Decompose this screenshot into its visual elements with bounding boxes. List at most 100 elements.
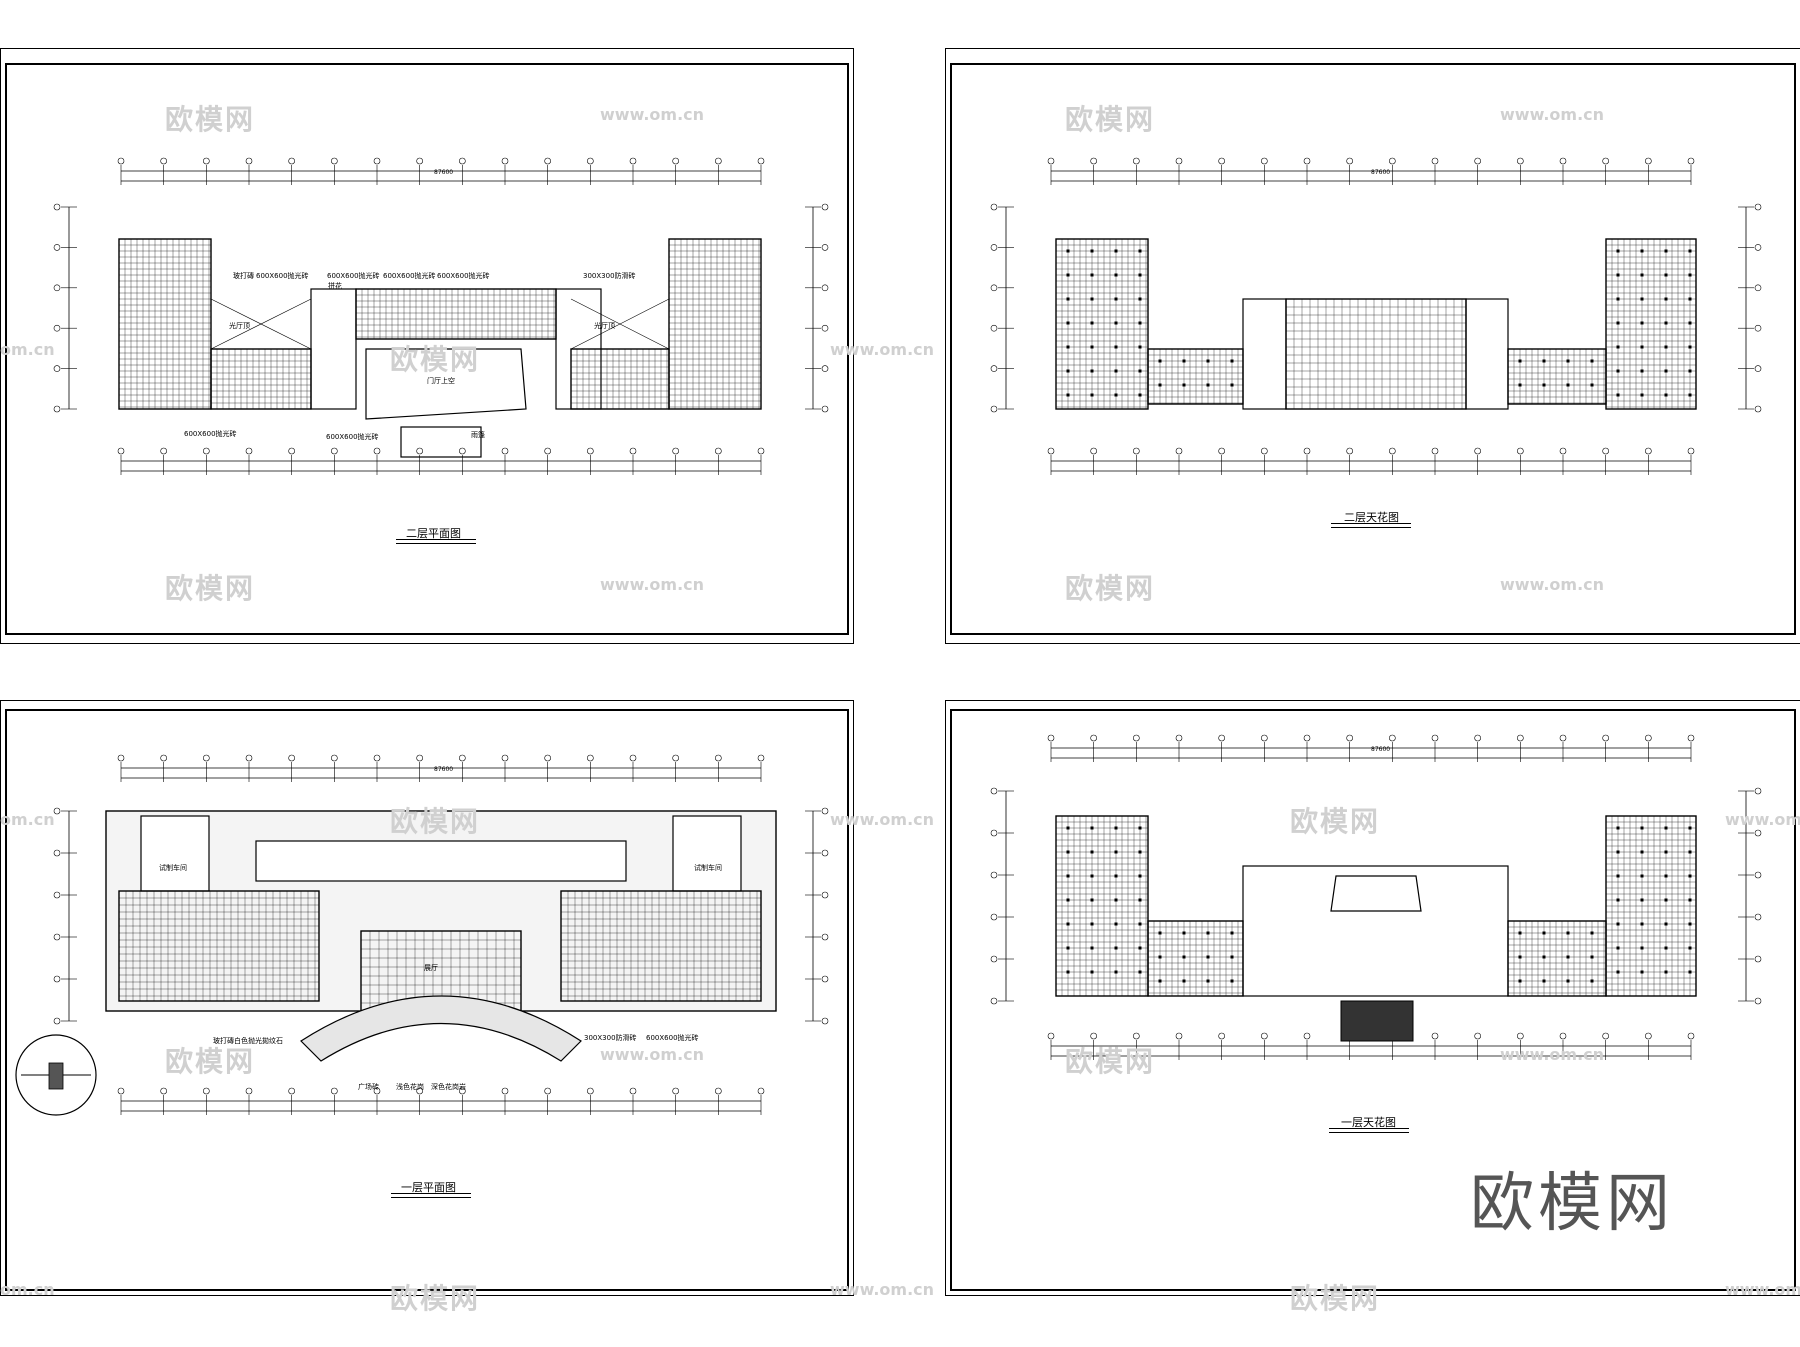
light-fixture xyxy=(1640,369,1644,373)
tile-grid xyxy=(118,890,319,1001)
grid-axis-bubble xyxy=(1133,734,1140,742)
tile-grid xyxy=(1507,348,1606,404)
grid-axis-bubble xyxy=(1218,1032,1225,1040)
grid-axis-bubble xyxy=(629,157,637,165)
grid-axis-bubble xyxy=(1218,734,1225,742)
grid-axis-bubble xyxy=(1090,157,1097,165)
light-fixture xyxy=(1664,321,1668,325)
light-fixture xyxy=(1138,898,1142,902)
grid-axis-bubble xyxy=(1754,405,1762,413)
sheet-title: 一层天花图 xyxy=(1341,1116,1396,1129)
light-fixture xyxy=(1182,979,1186,983)
sheet-border xyxy=(5,63,849,635)
tile-grid xyxy=(210,348,311,410)
grid-axis-bubble xyxy=(1474,447,1481,455)
annotation: 600X600抛光砖 xyxy=(327,272,380,280)
grid-axis-bubble xyxy=(373,157,381,165)
light-fixture xyxy=(1114,249,1118,253)
light-fixture xyxy=(1066,297,1070,301)
grid-axis-bubble xyxy=(53,1017,61,1025)
grid-axis-bubble xyxy=(1261,1032,1268,1040)
detail-section xyxy=(48,1062,64,1090)
light-fixture xyxy=(1158,383,1162,387)
light-fixture xyxy=(1138,345,1142,349)
grid-axis-bubble xyxy=(757,157,765,165)
light-fixture xyxy=(1066,826,1070,830)
grid-axis-bubble xyxy=(501,754,509,762)
grid-axis-bubble xyxy=(245,754,253,762)
grid-axis-bubble xyxy=(501,1087,509,1095)
dim-total-label: 87600 xyxy=(434,766,454,773)
grid-axis-bubble xyxy=(53,244,61,251)
grid-axis-bubble xyxy=(245,1087,253,1095)
grid-axis-bubble xyxy=(1389,157,1396,165)
tile-grid xyxy=(1507,920,1606,996)
light-fixture xyxy=(1114,898,1118,902)
light-fixture xyxy=(1206,955,1210,959)
grid-axis-bubble xyxy=(53,891,61,899)
light-fixture xyxy=(1230,359,1234,363)
grid-axis-bubble xyxy=(587,447,594,455)
grid-axis-bubble xyxy=(117,157,125,165)
annotation: 雨篷 xyxy=(471,431,485,439)
grid-axis-bubble xyxy=(1175,734,1183,742)
light-fixture xyxy=(1616,874,1620,878)
sheet-title: 一层平面图 xyxy=(401,1181,456,1194)
grid-axis-bubble xyxy=(1602,1032,1609,1040)
light-fixture xyxy=(1066,874,1070,878)
light-fixture xyxy=(1640,826,1644,830)
stair-hall xyxy=(555,288,602,410)
light-fixture xyxy=(1640,345,1644,349)
light-fixture xyxy=(1616,273,1620,277)
light-fixture xyxy=(1542,383,1546,387)
room-outline xyxy=(1147,920,1244,997)
grid-axis-bubble xyxy=(331,1087,338,1095)
grid-axis-bubble xyxy=(203,754,210,762)
grid-axis-bubble xyxy=(1431,734,1439,742)
grid-axis-bubble xyxy=(1303,734,1311,742)
sheet-border xyxy=(950,709,1796,1291)
grid-axis-bubble xyxy=(1754,871,1762,879)
grid-axis-bubble xyxy=(1474,157,1481,165)
sheet-title: 二层天花图 xyxy=(1344,511,1399,524)
ceiling-plan-drawing xyxy=(990,734,1762,1060)
light-fixture xyxy=(1664,970,1668,974)
grid-axis-bubble xyxy=(53,284,61,292)
grid-axis-bubble xyxy=(1517,734,1524,742)
annotation: 光厅顶 xyxy=(594,322,615,330)
grid-axis-bubble xyxy=(1645,447,1652,455)
light-fixture xyxy=(1664,393,1668,397)
light-fixture xyxy=(1664,297,1668,301)
stair-hall xyxy=(310,288,357,410)
grid-axis-bubble xyxy=(990,829,998,837)
grid-axis-bubble xyxy=(629,1087,637,1095)
sheet-title: 二层平面图 xyxy=(406,527,461,540)
grid-axis-bubble xyxy=(757,754,765,762)
grid-axis-bubble xyxy=(1754,324,1762,332)
light-fixture xyxy=(1566,383,1570,387)
light-fixture xyxy=(1688,922,1692,926)
grid-axis-bubble xyxy=(821,324,829,332)
sheet-first-floor-ceiling: 一层天花图 87600 xyxy=(945,700,1800,1296)
light-fixture xyxy=(1230,931,1234,935)
tile-grid xyxy=(118,238,211,409)
grid-axis-bubble xyxy=(715,157,722,165)
grid-axis-bubble xyxy=(715,1087,722,1095)
light-fixture xyxy=(1664,273,1668,277)
light-fixture xyxy=(1664,874,1668,878)
light-fixture xyxy=(1114,321,1118,325)
light-fixture xyxy=(1066,898,1070,902)
grid-axis-bubble xyxy=(587,157,594,165)
room-outline xyxy=(1147,348,1244,405)
grid-axis-bubble xyxy=(117,754,125,762)
grid-axis-bubble xyxy=(1175,1032,1183,1040)
annotation: 试制车间 xyxy=(694,864,722,872)
light-fixture xyxy=(1090,345,1094,349)
light-fixture xyxy=(1206,979,1210,983)
room-outline xyxy=(1605,815,1697,997)
grid-axis-bubble xyxy=(331,447,338,455)
grid-axis-bubble xyxy=(1047,447,1055,455)
light-fixture xyxy=(1090,970,1094,974)
light-fixture xyxy=(1066,249,1070,253)
annotation: 600X600抛光砖 xyxy=(437,272,490,280)
